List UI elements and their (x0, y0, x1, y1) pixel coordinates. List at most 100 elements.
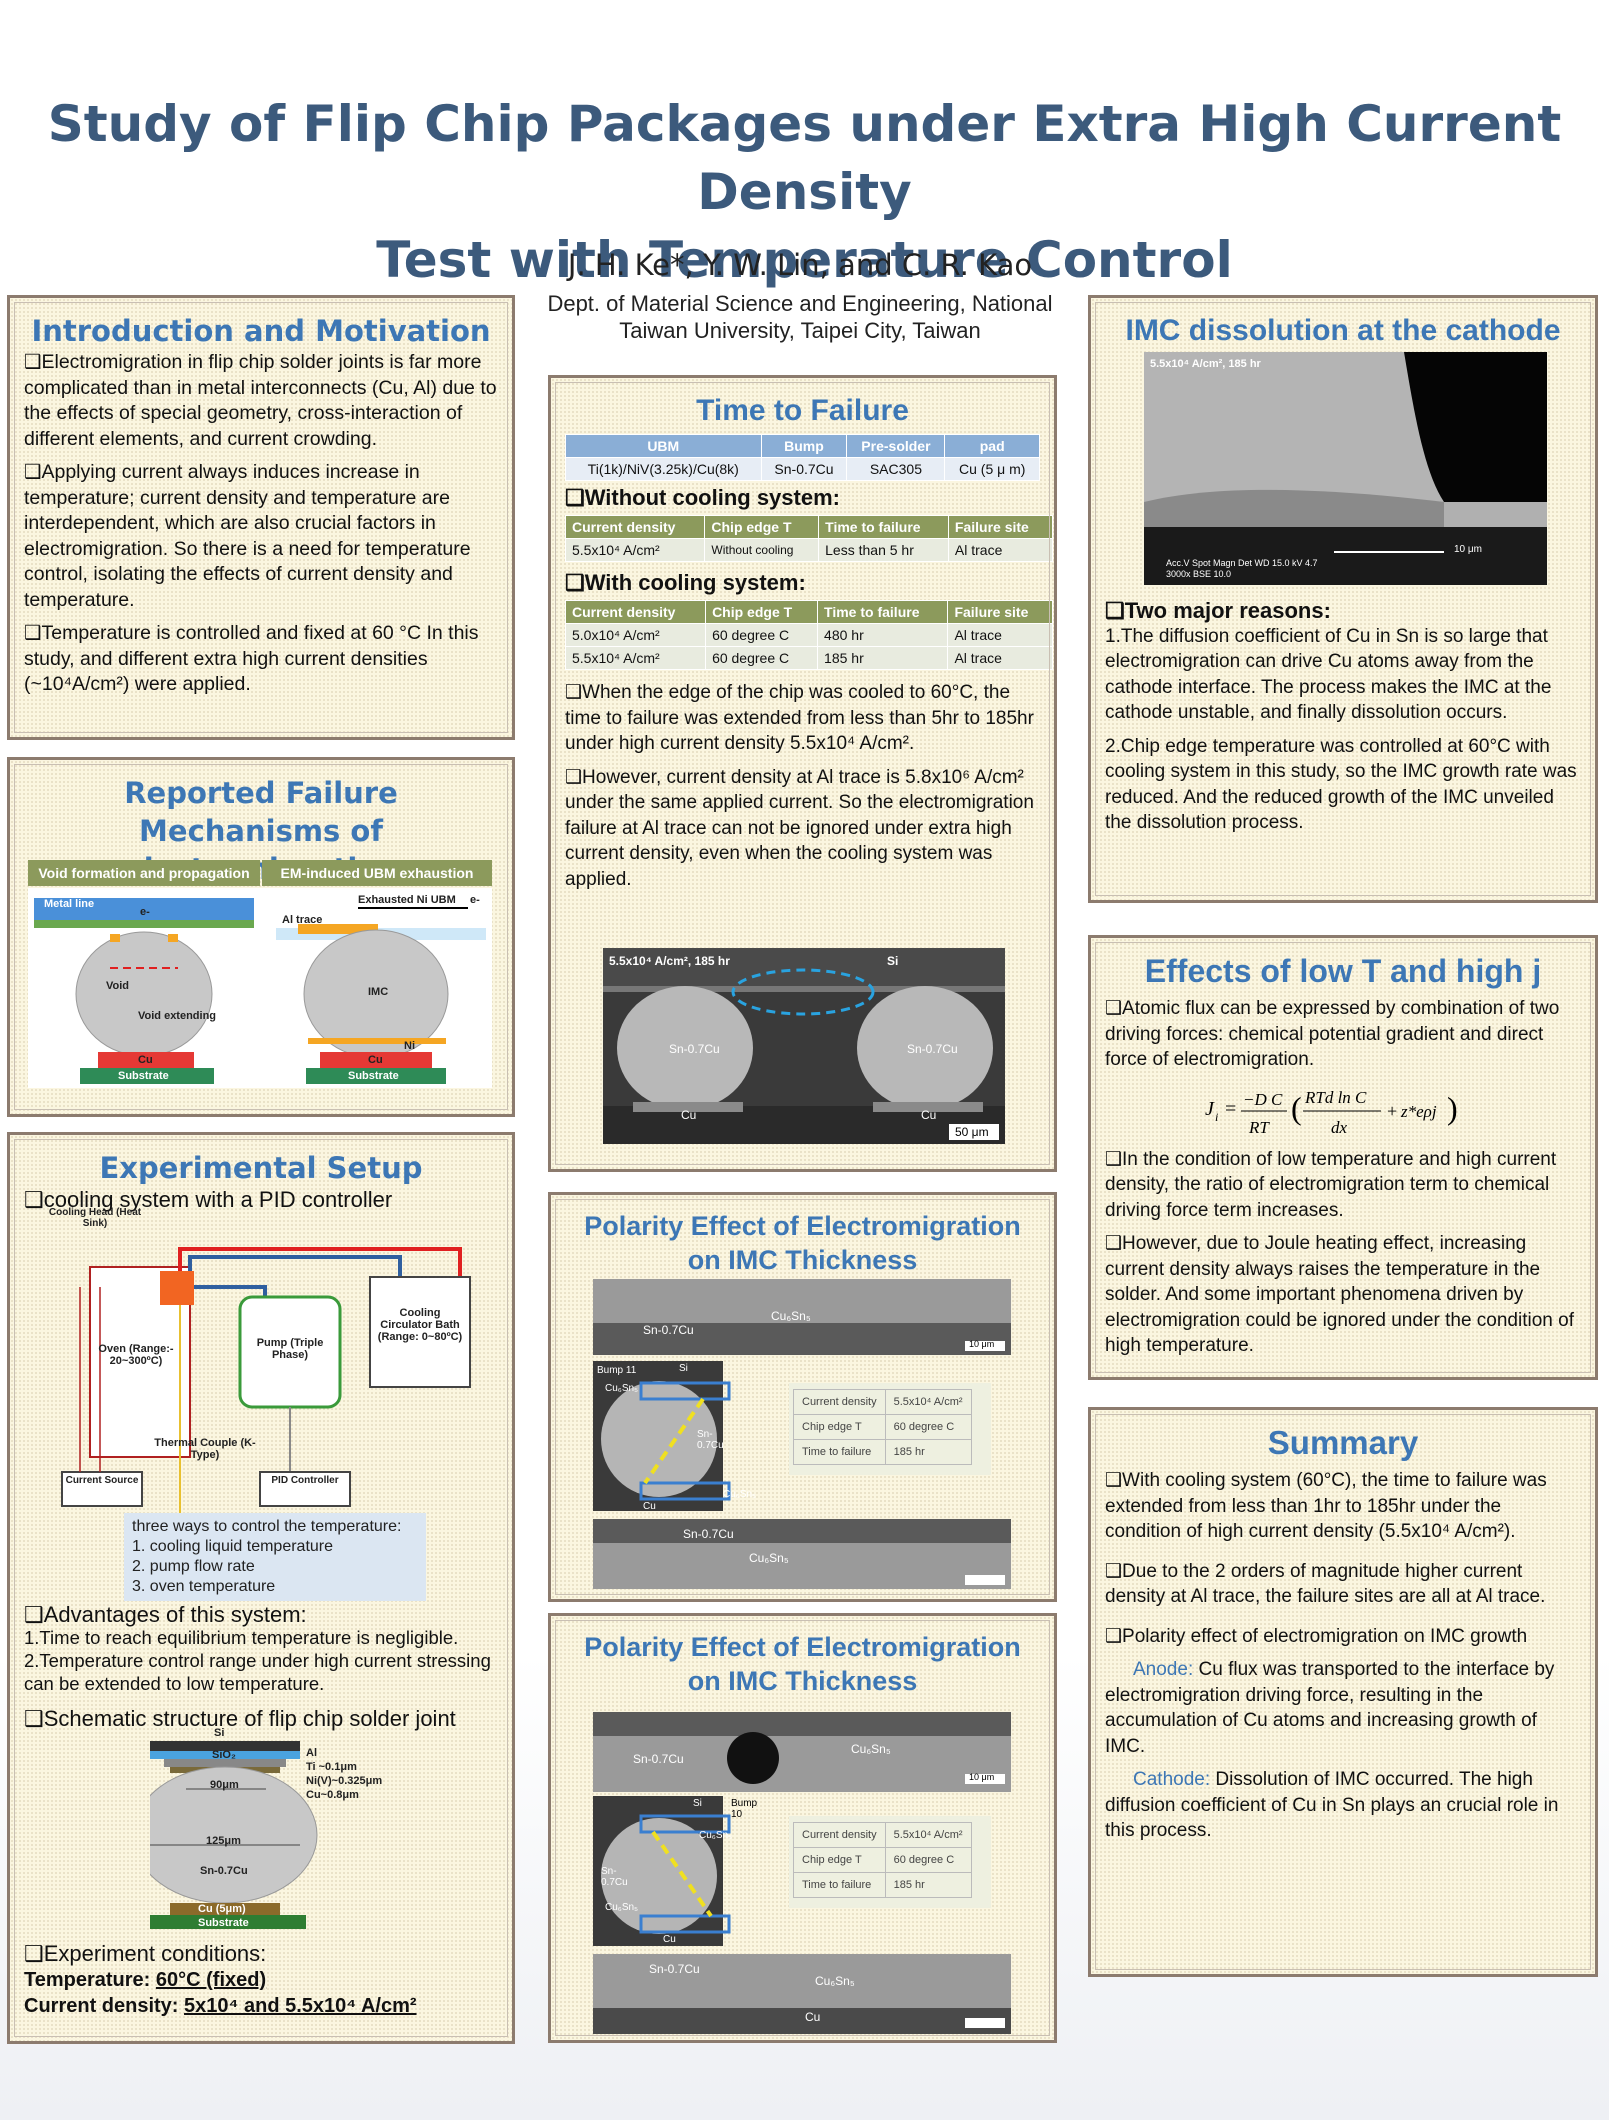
schem-title: ❑Schematic structure of flip chip solder… (24, 1706, 456, 1731)
mechanism-col1-header: Void formation and propagation (28, 860, 260, 886)
svg-text:): ) (1447, 1090, 1458, 1126)
adv-2: 2.Temperature control range under high c… (24, 1650, 491, 1694)
mechanism-figure: Void formation and propagation EM-induce… (28, 860, 492, 1090)
schem-label-substrate: Substrate (198, 1917, 249, 1929)
with-cooling-table: Current density Chip edge T Time to fail… (564, 600, 1053, 670)
p1-sn-mid: Sn-0.7Cu (697, 1429, 724, 1451)
summary-heading: Summary (1267, 1424, 1419, 1461)
polarity1-heading-line-1: Polarity Effect of Electromigration (584, 1211, 1021, 1241)
lowT-body: ❑Atomic flux can be expressed by combina… (1105, 996, 1581, 1359)
svg-text:−D C: −D C (1243, 1090, 1283, 1109)
svg-text:dx: dx (1331, 1118, 1348, 1137)
p2-cu6sn5-bot: Cu₆Sn₅ (815, 1974, 855, 1988)
summary-p2: ❑Due to the 2 orders of magnitude higher… (1105, 1560, 1546, 1608)
fail-cell: 5.5x10⁴ A/cm² (564, 538, 706, 562)
ttf-img-condition: 5.5x10⁴ A/cm², 185 hr (609, 954, 730, 968)
label-metal-line: Metal line (44, 898, 95, 910)
intro-p2: ❑Applying current always induces increas… (24, 461, 471, 611)
cathode-label: Cathode: (1133, 1769, 1211, 1790)
mechanism-panel: Reported Failure Mechanisms of electromi… (7, 757, 515, 1117)
label-imc: IMC (368, 986, 389, 998)
svg-text:i: i (1215, 1110, 1218, 1124)
p1-sn-bot: Sn-0.7Cu (683, 1527, 734, 1541)
fail-header: Failure site (947, 600, 1053, 624)
fail-header: Failure site (947, 515, 1054, 539)
summary-panel: Summary ❑With cooling system (60°C), the… (1088, 1407, 1598, 1977)
note-title: three ways to control the temperature: (132, 1518, 402, 1535)
polarity1-heading: Polarity Effect of Electromigration on I… (565, 1209, 1040, 1277)
polarity2-heading-line-2: on IMC Thickness (687, 1666, 918, 1696)
label-substrate-2: Substrate (348, 1070, 399, 1082)
cooling-diagram-lines (61, 1247, 471, 1528)
flux-equation-svg: J i = −D C RT ( RTd ln C dx + z*eρj ) (1205, 1088, 1458, 1137)
cond-cd-value: 5x10⁴ and 5.5x10⁴ A/cm² (184, 1995, 417, 2017)
polarity-panel-2: Polarity Effect of Electromigration on I… (548, 1613, 1057, 2043)
adv-title: ❑Advantages of this system: (24, 1602, 307, 1627)
mechanism-heading-line-1: Reported Failure Mechanisms of (124, 776, 398, 848)
without-cooling-title: ❑Without cooling system: (565, 485, 840, 510)
ubm-cell: Sn-0.7Cu (760, 457, 848, 481)
label-pid: PID Controller (271, 1475, 339, 1486)
ttf-body: ❑When the edge of the chip was cooled to… (565, 680, 1040, 892)
polarity2-heading-line-1: Polarity Effect of Electromigration (584, 1632, 1021, 1662)
fail-cell: 60 degree C (705, 646, 819, 670)
lowT-panel: Effects of low T and high j ❑Atomic flux… (1088, 935, 1598, 1380)
ttf-img-cu-2: Cu (921, 1108, 937, 1122)
ttf-sem-image: 5.5x10⁴ A/cm², 185 hr Si Sn-0.7Cu Sn-0.7… (603, 948, 1005, 1144)
label-al-trace: Al trace (282, 914, 323, 926)
p1-table-label: Time to failure (793, 1439, 886, 1465)
imc-sem-image: 5.5x10⁴ A/cm², 185 hr Acc.V Spot Magn De… (1144, 352, 1547, 585)
fail-cell: 5.5x10⁴ A/cm² (564, 646, 707, 670)
p2-table-value: 60 degree C (884, 1847, 972, 1873)
schem-label-90: 90μm (210, 1779, 239, 1791)
label-bath: Cooling Circulator Bath (Range: 0~80ºC) (377, 1307, 463, 1343)
affiliation-line-1: Dept. of Material Science and Engineerin… (547, 291, 1053, 316)
schem-label-sio2: SiO₂ (212, 1749, 236, 1761)
cond-title: ❑Experiment conditions: (24, 1941, 267, 1966)
p1-cu6sn5-top: Cu₆Sn₅ (771, 1309, 811, 1323)
p1-table-label: Current density (793, 1389, 886, 1415)
imc-img-condition: 5.5x10⁴ A/cm², 185 hr (1150, 358, 1261, 370)
p1-bump: Bump 11 (597, 1365, 637, 1376)
label-electron-2: e- (470, 894, 480, 906)
p2-table-label: Current density (793, 1822, 886, 1848)
label-pump: Pump (Triple Phase) (256, 1337, 324, 1361)
schem-label-cu: Cu~0.8μm (306, 1789, 359, 1801)
lowT-p3: ❑However, due to Joule heating effect, i… (1105, 1233, 1574, 1356)
table-row: 5.0x10⁴ A/cm² 60 degree C 480 hr Al trac… (564, 623, 1053, 647)
svg-text:J: J (1205, 1098, 1215, 1120)
p1-table-value: 185 hr (884, 1439, 972, 1465)
fail-header: Current density (564, 600, 707, 624)
label-cu-1: Cu (138, 1054, 153, 1066)
label-void: Void (106, 980, 130, 992)
fail-header: Time to failure (817, 600, 949, 624)
cathode-text: Dissolution of IMC occurred. The high di… (1105, 1769, 1559, 1841)
ubm-row: Ti(1k)/NiV(3.25k)/Cu(8k) Sn-0.7Cu SAC305… (565, 457, 1040, 481)
lowT-heading: Effects of low T and high j (1144, 953, 1542, 989)
imc-body: ❑Two major reasons: 1.The diffusion coef… (1105, 598, 1585, 844)
p2-bump: Bump 10 (731, 1798, 758, 1820)
advantages: ❑Advantages of this system: 1.Time to re… (24, 1603, 504, 1730)
imc-sub: ❑Two major reasons: (1105, 598, 1331, 623)
imc-r1: 1.The diffusion coefficient of Cu in Sn … (1105, 625, 1552, 724)
label-void-extending: Void extending (138, 1010, 217, 1022)
ttf-img-sn-2: Sn-0.7Cu (907, 1042, 958, 1056)
ubm-header: Bump (760, 434, 848, 458)
p2-sn-bot: Sn-0.7Cu (649, 1962, 700, 1976)
with-header-row: Current density Chip edge T Time to fail… (564, 600, 1053, 624)
cond-current-density: Current density: 5x10⁴ and 5.5x10⁴ A/cm² (24, 1993, 504, 2019)
schem-label-si: Si (214, 1727, 225, 1739)
schem-label-125: 125μm (206, 1835, 241, 1847)
title-line-2: Test with Temperature Control (376, 231, 1233, 289)
p2-table-value: 5.5x10⁴ A/cm² (884, 1822, 972, 1848)
lowT-p1: ❑Atomic flux can be expressed by combina… (1105, 998, 1560, 1070)
p2-table-label: Chip edge T (793, 1847, 886, 1873)
fail-cell: Without cooling (704, 538, 820, 562)
